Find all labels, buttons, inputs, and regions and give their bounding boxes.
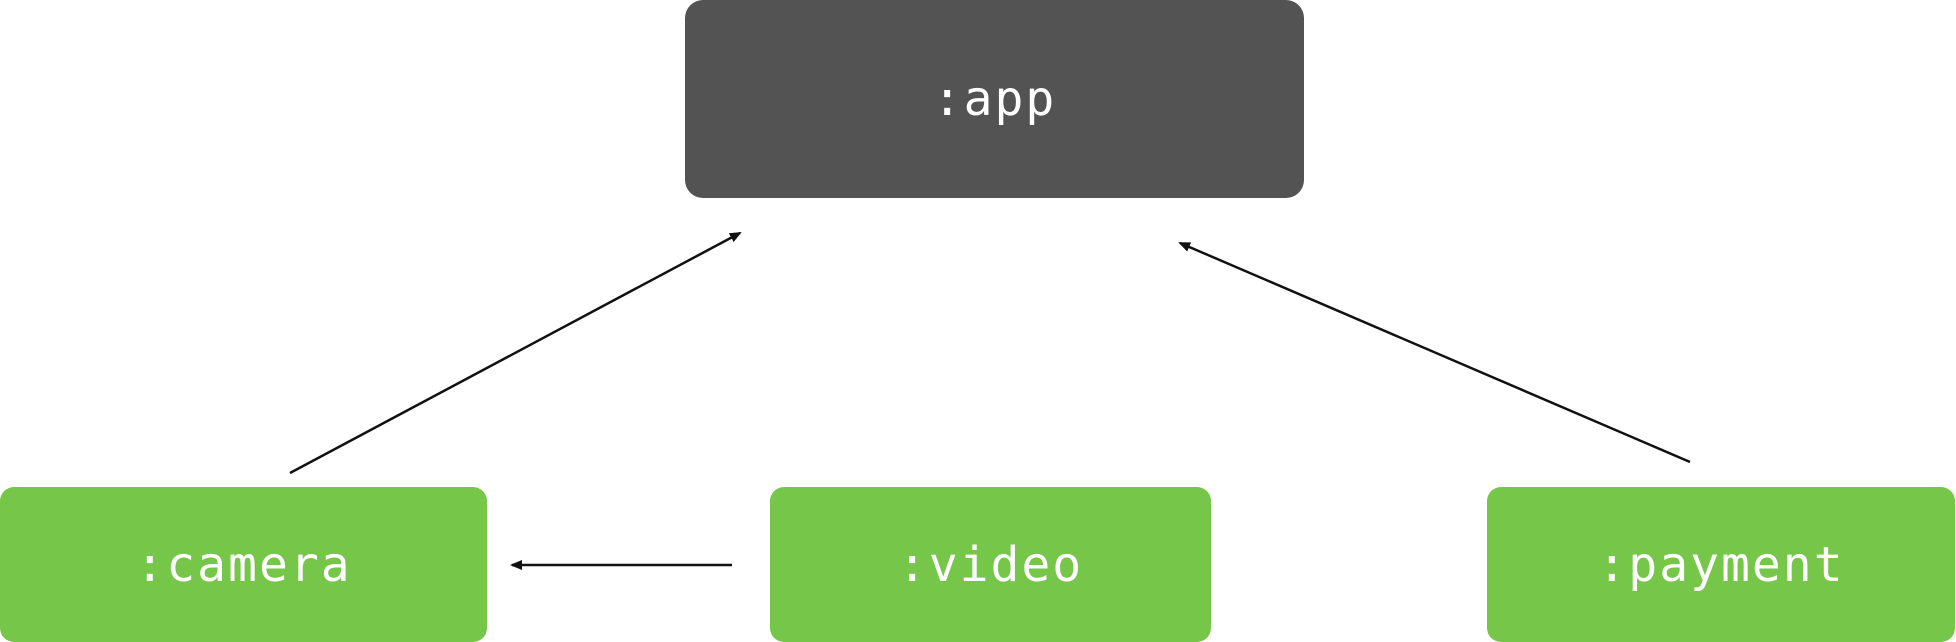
- payment-module-label: :payment: [1597, 536, 1845, 593]
- edge-payment-to-app: [1178, 241, 1691, 464]
- app-module-label: :app: [932, 71, 1057, 127]
- app-module-node: :app: [685, 0, 1304, 198]
- camera-module-label: :camera: [135, 536, 352, 593]
- video-module-label: :video: [897, 536, 1084, 593]
- payment-module-node: :payment: [1487, 487, 1955, 642]
- video-module-node: :video: [770, 487, 1211, 642]
- edge-camera-to-app: [289, 231, 742, 475]
- camera-module-node: :camera: [0, 487, 487, 642]
